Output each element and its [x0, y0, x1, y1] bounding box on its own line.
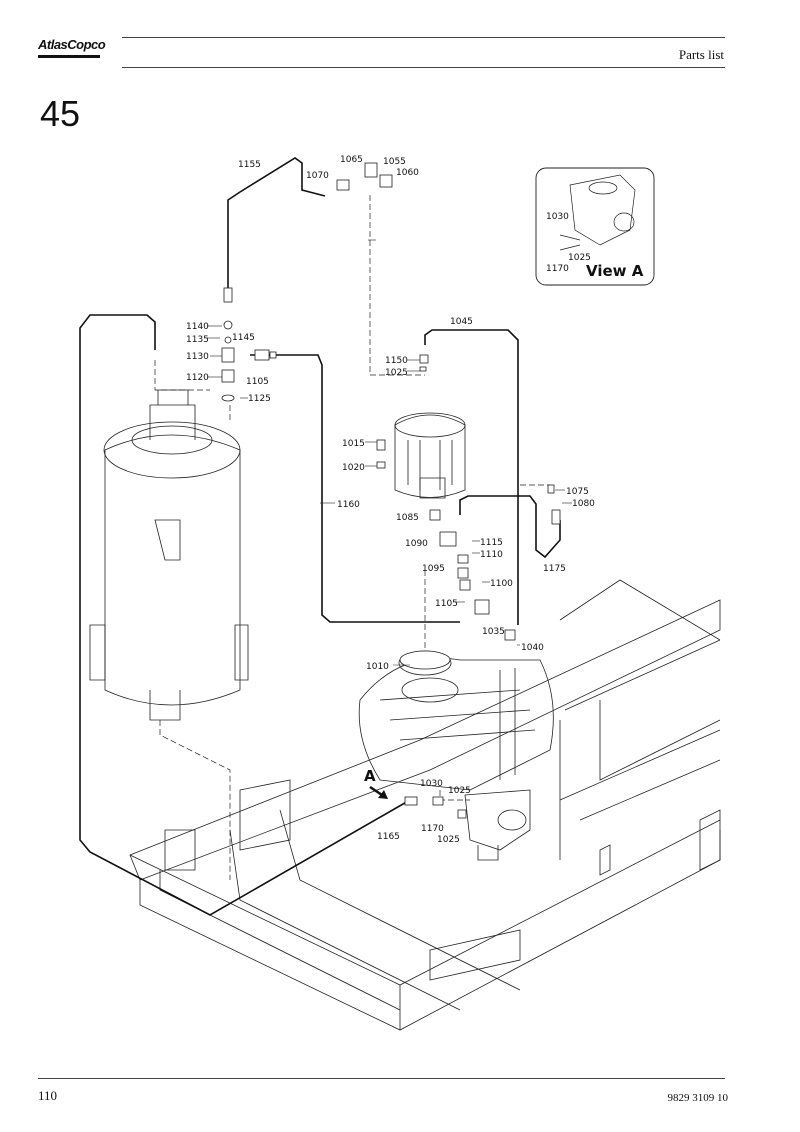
view-a-callout: A	[364, 767, 376, 785]
footer-document-number: 9829 3109 10	[667, 1092, 729, 1104]
part-label: 1135	[186, 335, 209, 345]
part-label: 1100	[490, 579, 513, 589]
part-label: 1095	[422, 564, 445, 574]
part-label: 1165	[377, 832, 400, 842]
section-number: 45	[40, 93, 81, 134]
part-label: 1045	[450, 317, 473, 327]
part-label: 1155	[238, 160, 261, 170]
part-label: 1020	[342, 463, 365, 473]
fittings	[221, 162, 561, 819]
part-label: 1110	[480, 550, 503, 560]
header-title: Parts list	[678, 47, 724, 62]
part-label: 1170	[546, 264, 569, 274]
part-label: 1120	[186, 373, 209, 383]
part-label: 1080	[572, 499, 595, 509]
header-rule-bottom	[122, 67, 725, 68]
footer-page-number: 110	[38, 1088, 58, 1103]
part-label: 1075	[566, 487, 589, 497]
part-label: 1025	[448, 786, 471, 796]
part-label: 1025	[568, 253, 591, 263]
part-label: 1170	[421, 824, 444, 834]
pipework	[79, 157, 561, 916]
part-label: 1070	[306, 171, 329, 181]
part-label: 1035	[482, 627, 505, 637]
part-label: 1105	[246, 377, 269, 387]
part-label: 1085	[396, 513, 419, 523]
part-label: 1030	[546, 212, 569, 222]
part-label: 1065	[340, 155, 363, 165]
logo-bars	[38, 55, 102, 58]
view-a-inset	[535, 167, 655, 286]
part-label: 1150	[385, 356, 408, 366]
compressor-element	[358, 650, 554, 861]
part-label: 1055	[383, 157, 406, 167]
footer-rule	[38, 1078, 725, 1079]
part-label: 1025	[437, 835, 460, 845]
frame-outline	[129, 579, 721, 1031]
part-label: 1015	[342, 439, 365, 449]
logo-text: AtlasCopco	[38, 37, 106, 52]
separator-vessel	[89, 389, 249, 721]
part-label: 1160	[337, 500, 360, 510]
part-label: 1140	[186, 322, 209, 332]
center-lines	[154, 195, 550, 880]
part-label: 1025	[385, 368, 408, 378]
view-a-arrow	[369, 785, 388, 799]
part-label: 1125	[248, 394, 271, 404]
view-a-label: View A	[586, 262, 644, 280]
atlas-copco-logo: AtlasCopco	[38, 37, 106, 68]
part-label: 1090	[405, 539, 428, 549]
header-rule-top	[122, 37, 725, 38]
part-label: 1115	[480, 538, 503, 548]
part-label: 1040	[521, 643, 544, 653]
part-label: 1130	[186, 352, 209, 362]
part-label: 1010	[366, 662, 389, 672]
leader-lines	[207, 239, 572, 666]
part-label: 1145	[232, 333, 255, 343]
unloader-valve	[394, 412, 466, 499]
part-label: 1060	[396, 168, 419, 178]
part-label: 1175	[543, 564, 566, 574]
part-label: 1030	[420, 779, 443, 789]
part-label: 1105	[435, 599, 458, 609]
